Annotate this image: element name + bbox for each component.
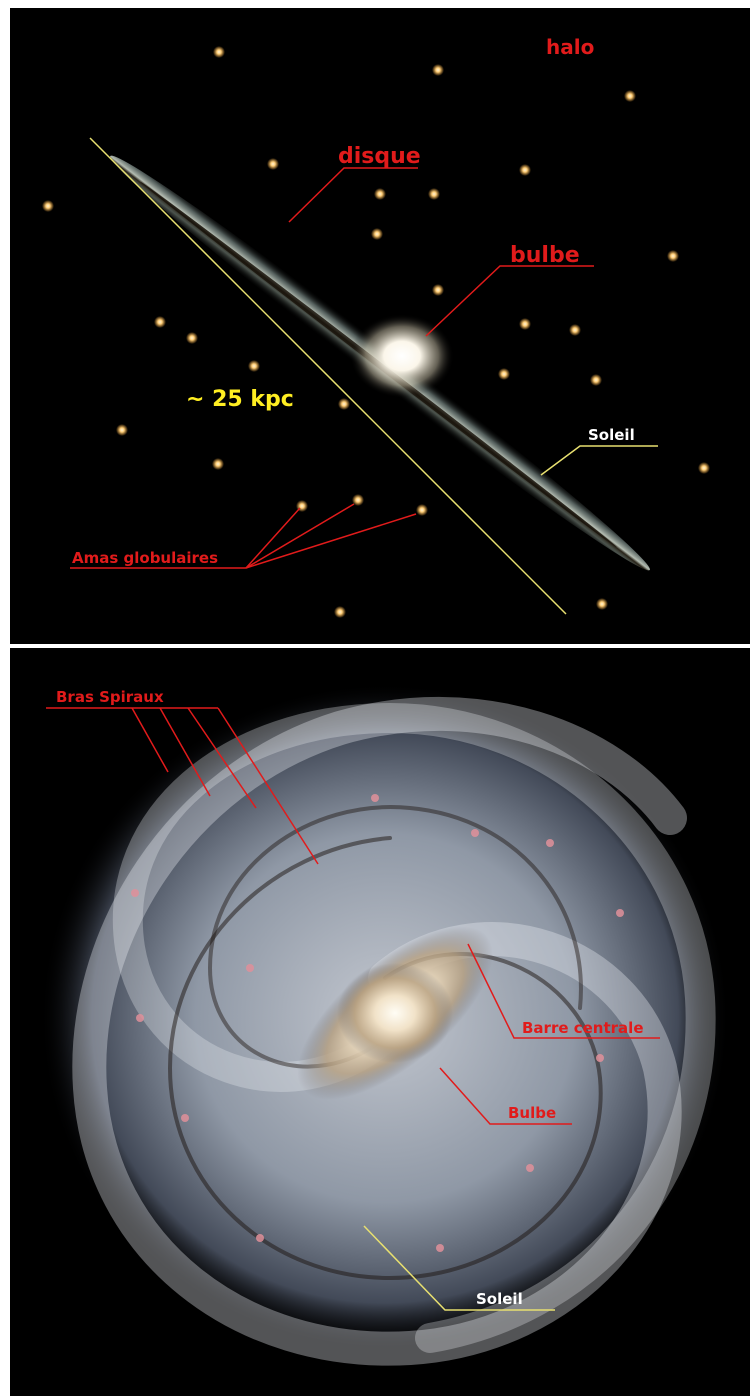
spiral-arm xyxy=(72,696,687,1366)
soleil-label: Soleil xyxy=(476,1290,523,1308)
spiral-arm xyxy=(112,702,716,1353)
globular-cluster xyxy=(519,164,531,176)
globular-cluster xyxy=(352,494,364,506)
globular-cluster xyxy=(698,462,710,474)
globular-cluster xyxy=(213,46,225,58)
globular-cluster xyxy=(519,318,531,330)
galactic-bulge xyxy=(350,314,454,398)
bras-leader-line xyxy=(159,707,211,797)
soleil-leader-line xyxy=(363,1225,555,1311)
side-view-diagram: halo disque bulbe ~ 25 kpc Soleil Amas g… xyxy=(10,8,750,644)
disque-label: disque xyxy=(338,144,421,169)
star-forming-regions xyxy=(131,794,624,1252)
globular-cluster xyxy=(498,368,510,380)
amas-leader-line xyxy=(245,513,417,569)
globular-cluster xyxy=(432,284,444,296)
globular-cluster xyxy=(596,598,608,610)
globular-cluster xyxy=(154,316,166,328)
bulbe-label: bulbe xyxy=(510,243,580,268)
face-on-panel: Bras Spiraux Barre centrale Bulbe Soleil xyxy=(10,648,750,1396)
face-on-diagram: Bras Spiraux Barre centrale Bulbe Soleil xyxy=(10,648,750,1396)
barre-centrale-label: Barre centrale xyxy=(522,1019,644,1037)
globular-cluster xyxy=(624,90,636,102)
globular-cluster xyxy=(248,360,260,372)
scale-label: ~ 25 kpc xyxy=(186,387,294,412)
globular-cluster xyxy=(569,324,581,336)
globular-cluster xyxy=(590,374,602,386)
globular-cluster xyxy=(432,64,444,76)
globular-cluster xyxy=(667,250,679,262)
globular-cluster xyxy=(42,200,54,212)
side-view-panel: halo disque bulbe ~ 25 kpc Soleil Amas g… xyxy=(10,8,750,644)
leader-lines xyxy=(70,167,594,569)
bulbe-leader-line xyxy=(439,1067,572,1125)
soleil-label: Soleil xyxy=(588,426,635,444)
globular-cluster xyxy=(267,158,279,170)
globular-cluster xyxy=(416,504,428,516)
disque-leader-line xyxy=(288,167,418,223)
globular-cluster xyxy=(338,398,350,410)
globular-cluster xyxy=(374,188,386,200)
globular-cluster xyxy=(116,424,128,436)
dust-lane xyxy=(207,805,583,1069)
globular-cluster xyxy=(371,228,383,240)
bulbe-leader-line xyxy=(425,265,594,337)
bulbe-label: Bulbe xyxy=(508,1104,556,1122)
halo-label: halo xyxy=(546,35,594,59)
bras-leader-line xyxy=(131,707,169,773)
globular-cluster xyxy=(186,332,198,344)
amas-leader-line xyxy=(245,503,355,569)
amas-globulaires-label: Amas globulaires xyxy=(72,549,218,567)
leader-lines xyxy=(46,707,660,1125)
bras-leader-line xyxy=(187,707,257,809)
bras-spiraux-label: Bras Spiraux xyxy=(56,688,164,706)
central-bulge xyxy=(337,963,453,1063)
spiral-arms xyxy=(72,696,716,1366)
scale-line xyxy=(89,137,567,615)
dust-lane xyxy=(167,836,603,1281)
globular-cluster xyxy=(212,458,224,470)
soleil-leader-line xyxy=(540,445,658,476)
globular-cluster xyxy=(428,188,440,200)
globular-clusters xyxy=(42,46,710,618)
barre-leader-line xyxy=(467,943,660,1039)
bras-leader-line xyxy=(217,707,319,865)
globular-cluster xyxy=(334,606,346,618)
